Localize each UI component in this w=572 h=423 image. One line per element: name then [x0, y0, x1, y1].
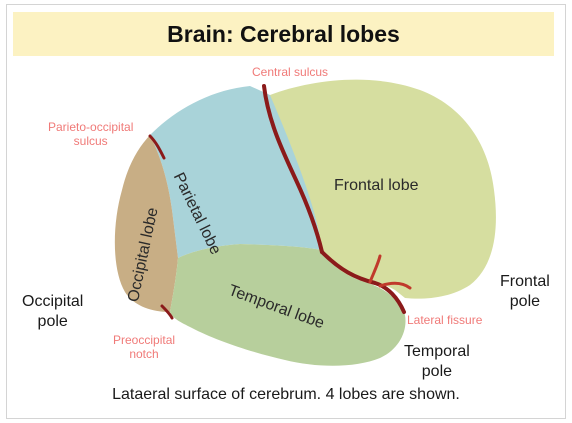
- figure-caption: Lataeral surface of cerebrum. 4 lobes ar…: [0, 386, 572, 404]
- central-sulcus-label: Central sulcus: [252, 65, 328, 79]
- lateral-fissure-label: Lateral fissure: [407, 313, 482, 327]
- preoccipital-notch-label: Preoccipital notch: [113, 333, 175, 361]
- temporal-pole-label: Temporal pole: [404, 342, 470, 382]
- occipital-pole-label-line1: Occipital: [22, 292, 83, 312]
- occipital-pole-label-line2: pole: [22, 312, 83, 332]
- frontal-pole-label-line2: pole: [500, 292, 550, 312]
- occipital-pole-label: Occipital pole: [22, 292, 83, 332]
- parieto-occipital-sulcus-label-line2: sulcus: [48, 134, 133, 148]
- frontal-lobe-label: Frontal lobe: [334, 177, 419, 195]
- frontal-pole-label-line1: Frontal: [500, 272, 550, 292]
- parieto-occipital-sulcus-label-line1: Parieto-occipital: [48, 120, 133, 134]
- parieto-occipital-sulcus-label: Parieto-occipital sulcus: [48, 120, 133, 148]
- frontal-pole-label: Frontal pole: [500, 272, 550, 312]
- preoccipital-notch-label-line2: notch: [113, 347, 175, 361]
- temporal-pole-label-line2: pole: [404, 362, 470, 382]
- temporal-pole-label-line1: Temporal: [404, 342, 470, 362]
- preoccipital-notch-label-line1: Preoccipital: [113, 333, 175, 347]
